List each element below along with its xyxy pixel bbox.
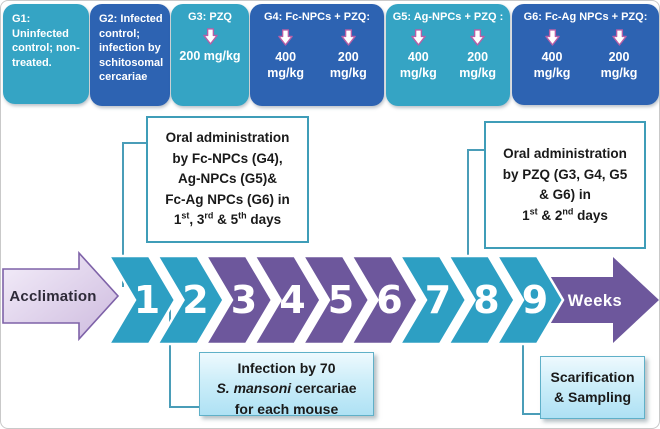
week-chevron-1 (106, 254, 177, 346)
group-g5-dose-high: 400 mg/kg (399, 50, 437, 80)
down-arrow-icon (611, 29, 627, 46)
callout-line: & G6) in (539, 187, 591, 203)
left-callout-connector-v (122, 142, 124, 287)
group-g5-title: G5: Ag-NPCs + PZQ : (392, 11, 504, 23)
group-g6-dose-low: 200 mg/kg (600, 50, 638, 80)
group-box-g5: G5: Ag-NPCs + PZQ : 400 mg/kg 200 mg/kg (386, 4, 510, 106)
weeks-arrow (549, 257, 659, 343)
group-g4-title: G4: Fc-NPCs + PZQ: (263, 11, 371, 23)
sampling-callout: Scarification & Sampling (540, 356, 645, 419)
week-number-4: 4 (279, 278, 305, 322)
group-box-g6: G6: Fc-Ag NPCs + PZQ: 400 mg/kg 200 mg/k… (512, 4, 659, 105)
weeks-label: Weeks (568, 292, 622, 310)
callout-line: Fc-Ag NPCs (G6) in (165, 191, 290, 207)
group-box-g1: G1: Uninfected control; non-treated. (3, 4, 89, 104)
week-chevron-9 (494, 254, 565, 346)
down-arrow-icon (411, 29, 426, 46)
week-number-8: 8 (473, 278, 499, 322)
group-g1-label: G1: Uninfected control; non-treated. (12, 13, 80, 69)
acclimation-label: Acclimation (9, 288, 96, 305)
down-arrow-icon (341, 29, 356, 46)
right-callout-connector-h (467, 149, 485, 151)
group-g4-dose-high: 400 mg/kg (267, 50, 305, 80)
week-chevron-6 (349, 254, 419, 346)
infection-connector-h (169, 406, 201, 408)
week-chevron-8 (446, 254, 516, 346)
timeline: Weeks Acclimation 1 2 3 4 5 6 7 8 9 (2, 251, 659, 346)
week-number-9: 9 (522, 278, 548, 322)
pzq-administration-callout: Oral administration by PZQ (G3, G4, G5 &… (484, 121, 646, 249)
week-chevron-3 (203, 254, 274, 346)
group-g4-dose-low: 200 mg/kg (329, 50, 367, 80)
callout-line: Oral administration (165, 130, 290, 145)
sampling-connector-v (522, 311, 524, 415)
acclimation-arrow (2, 251, 120, 342)
week-number-6: 6 (376, 278, 402, 322)
callout-line: S. mansoni cercariae (216, 380, 357, 397)
callout-days-line: 1st & 2nd days (522, 206, 608, 223)
week-number-7: 7 (425, 278, 451, 322)
down-arrow-icon (202, 28, 218, 45)
group-box-g2: G2: Infected control; infection by schit… (90, 4, 170, 106)
callout-line: for each mouse (234, 400, 339, 417)
species-name: S. mansoni (216, 380, 292, 397)
week-chevron-4 (252, 254, 322, 346)
left-callout-connector-h (122, 142, 148, 144)
week-number-1: 1 (134, 278, 160, 322)
week-chevron-7 (397, 254, 468, 346)
callout-line: by PZQ (G3, G4, G5 (502, 166, 628, 182)
callout-line: by Fc-NPCs (G4), (172, 150, 283, 166)
group-g3-title: G3: PZQ (187, 11, 232, 23)
right-callout-connector-v (467, 149, 469, 289)
group-g6-dose-high: 400 mg/kg (533, 50, 571, 80)
week-chevron-2 (155, 254, 225, 346)
group-g5-dose-low: 200 mg/kg (459, 50, 497, 80)
group-box-g3: G3: PZQ 200 mg/kg (171, 4, 249, 106)
callout-line: & Sampling (553, 389, 631, 406)
callout-line: Infection by 70 (237, 360, 336, 376)
week-chevron-5 (300, 254, 371, 346)
down-arrow-icon (470, 29, 485, 46)
callout-days-line: 1st, 3rd & 5th days (173, 210, 282, 228)
group-box-g4: G4: Fc-NPCs + PZQ: 400 mg/kg 200 mg/kg (250, 4, 384, 106)
group-g2-label: G2: Infected control; infection by schit… (99, 13, 164, 84)
week-number-5: 5 (328, 278, 354, 322)
down-arrow-icon (544, 29, 560, 46)
callout-line: Oral administration (503, 146, 627, 161)
group-g3-dose: 200 mg/kg (179, 49, 241, 63)
group-g6-title: G6: Fc-Ag NPCs + PZQ: (523, 11, 648, 23)
week-number-2: 2 (182, 278, 208, 322)
callout-line: Scarification (550, 369, 635, 385)
callout-line: Ag-NPCs (G5)& (177, 171, 277, 187)
down-arrow-icon (278, 29, 293, 46)
infection-connector-v (169, 301, 171, 408)
week-number-3: 3 (231, 278, 257, 322)
infection-callout: Infection by 70 S. mansoni cercariae for… (199, 352, 374, 417)
npc-administration-callout: Oral administration by Fc-NPCs (G4), Ag-… (146, 116, 309, 243)
sampling-connector-h (522, 413, 541, 415)
